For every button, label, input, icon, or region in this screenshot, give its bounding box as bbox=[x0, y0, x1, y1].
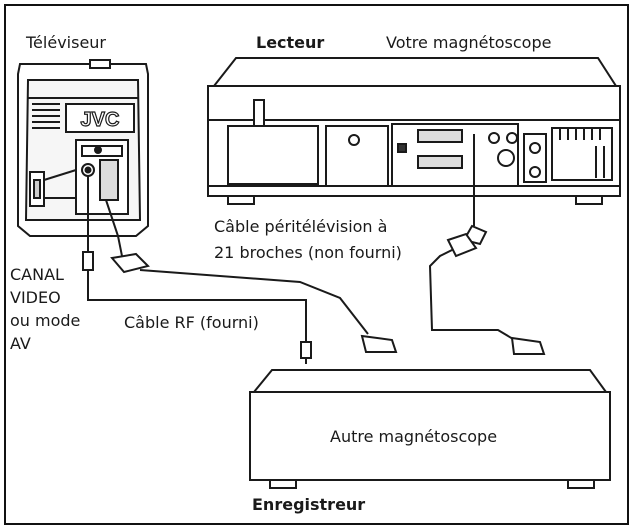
rf-cable-label: Câble RF (fourni) bbox=[124, 313, 259, 332]
player-vcr-illustration bbox=[207, 57, 621, 205]
cables bbox=[82, 134, 546, 364]
tv-scart-cable bbox=[105, 199, 123, 257]
channel-label-line1: CANAL bbox=[10, 265, 64, 284]
recorder-vcr-illustration bbox=[249, 369, 611, 489]
diagram-frame bbox=[4, 4, 629, 525]
player-name-label: Votre magnétoscope bbox=[386, 33, 552, 52]
recorder-name-label: Autre magnétoscope bbox=[330, 427, 498, 446]
tv-brand-logo: JVC bbox=[81, 109, 120, 131]
scart-cable-label-line1: Câble péritélévision à bbox=[214, 217, 388, 236]
channel-label-line2: VIDEO bbox=[10, 288, 61, 307]
tv-rear-illustration bbox=[17, 59, 149, 237]
player-role-label: Lecteur bbox=[256, 33, 325, 52]
channel-label-line4: AV bbox=[10, 334, 31, 353]
scart-cable-label-line2: 21 broches (non fourni) bbox=[214, 243, 402, 262]
channel-label-line3: ou mode bbox=[10, 311, 81, 330]
tv-label: Téléviseur bbox=[26, 33, 106, 52]
recorder-role-label: Enregistreur bbox=[252, 495, 366, 514]
